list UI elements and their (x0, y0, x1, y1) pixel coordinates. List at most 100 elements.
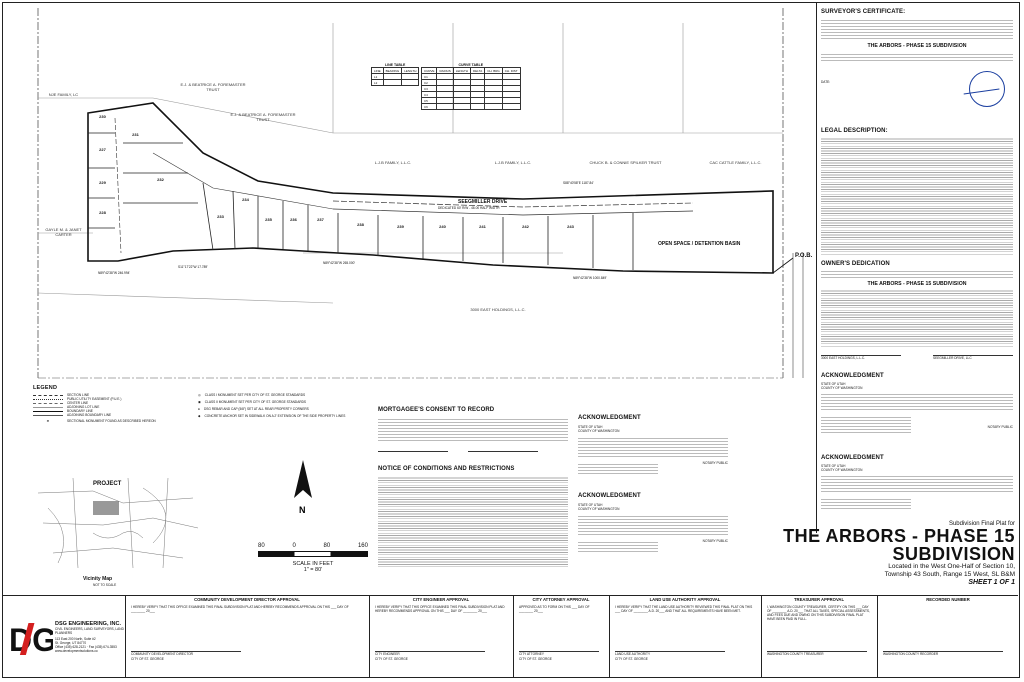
adjoining-owner-label: E.J. & BEATRICE A. FOREMASTER TRUST (230, 112, 296, 122)
lot-number: 234 (242, 197, 249, 202)
approval-title: CITY ENGINEER APPROVAL (412, 597, 470, 602)
ack-state: STATE OF UTAH (578, 425, 603, 429)
adjoining-owner-label: GAYLE M. & JANET CARTER (45, 227, 82, 237)
plat-title: THE ARBORS - PHASE 15 (783, 526, 1015, 546)
legend-item: CLASS I MONUMENT SET PER CITY OF ST. GEO… (204, 393, 306, 397)
lot-number: 239 (397, 224, 404, 229)
approval-cell: LAND USE AUTHORITY APPROVAL I HEREBY VER… (611, 597, 759, 677)
surveyor-seal-icon (969, 71, 1005, 107)
legend-item: CLASS II MONUMENT SET PER CITY OF ST. GE… (204, 400, 307, 404)
signature-line: LAND USE AUTHORITY (615, 651, 725, 656)
surveyor-title: SURVEYOR'S CERTIFICATE: (821, 9, 906, 15)
vicinity-map: PROJECT Vicinity Map NOT TO SCALE (33, 473, 203, 587)
signature-line: WASHINGTON COUNTY RECORDER (883, 651, 1003, 656)
vicinity-label: Vicinity Map (83, 576, 113, 582)
section-monument-icon: ⊕ (46, 419, 50, 423)
legend-item: DSG REBAR AND CAP (5/8") SET AT ALL REAR… (203, 407, 309, 411)
approval-body: I HEREBY VERIFY THAT THIS OFFICE EXAMINE… (375, 605, 505, 613)
plat-title-line2: SUBDIVISION (892, 544, 1015, 564)
approval-body: I HEREBY VERIFY THAT THE LAND USE AUTHOR… (615, 605, 753, 613)
lot-number: 235 (265, 217, 272, 222)
approval-body: I, WASHINGTON COUNTY TREASURER, CERTIFY … (767, 605, 870, 621)
bearing-label: N89°42'38"W 246.994' (98, 271, 130, 275)
ack-state: STATE OF UTAH (821, 382, 846, 386)
lot-number: 238 (357, 222, 364, 227)
lot-number: 233 (217, 214, 224, 219)
acknowledgment-title: ACKNOWLEDGMENT (578, 415, 641, 421)
title-block: Subdivision Final Plat for THE ARBORS - … (743, 521, 1015, 593)
legend-item: CONCRETE ANCHOR SET IN SIDEWALK ON A 2' … (204, 414, 346, 418)
scale-ratio: 1" = 80' (303, 567, 323, 573)
ack-county: COUNTY OF WASHINGTON (821, 468, 863, 472)
plat-subtitle: Subdivision Final Plat for (948, 521, 1015, 527)
approval-cell: COMMUNITY DEVELOPMENT DIRECTOR APPROVAL … (127, 597, 367, 677)
company-address: St. George, UT 84770 (55, 641, 87, 645)
location-line: Township 43 South, Range 15 West, SL B&M (884, 571, 1015, 578)
anchor-icon: ◆ (198, 414, 201, 418)
approval-title: TREASURER APPROVAL (793, 597, 845, 602)
legend-title: LEGEND (33, 385, 58, 391)
rebar-icon: ● (198, 407, 200, 411)
bearing-label: S11°17'22"W 17.789' (178, 265, 208, 269)
notary-label: NOTARY PUBLIC (702, 539, 728, 543)
lot-number: 231 (132, 132, 139, 137)
company-phone: Office (435) 628-2121 · Fax (435) 674-35… (55, 645, 117, 649)
signature-line: CITY ENGINEER (375, 651, 485, 656)
scale-bar: 80 0 80 160 SCALE IN FEET 1" = 80' (258, 543, 368, 573)
surveyor-banner: THE ARBORS - PHASE 15 SUBDIVISION (867, 43, 967, 49)
approval-cell: CITY ENGINEER APPROVAL I HEREBY VERIFY T… (371, 597, 511, 677)
approval-title: LAND USE AUTHORITY APPROVAL (649, 597, 721, 602)
adjoining-owner-label: CAC CATTLE FAMILY, L.L.C. (709, 160, 762, 165)
approval-body: APPROVED AS TO FORM ON THIS ___ DAY OF _… (519, 605, 590, 613)
plat-drawing (37, 8, 804, 379)
legend-item: BOUNDARY LINE (67, 409, 93, 413)
lot-number: 230 (99, 114, 106, 119)
lot-number: 237 (317, 217, 324, 222)
legend-item: CENTER LINE (67, 401, 89, 405)
date-label: DATE: (821, 80, 831, 84)
approval-title: RECORDED NUMBER (926, 597, 970, 602)
bearing-label: N89°42'38"W 265.000' (323, 261, 355, 265)
adjoining-owner-label: NJE FAMILY, LC (48, 92, 79, 97)
street-note: DEDICATED 60' R/W - 46.00 HALF WIDTH (438, 206, 500, 210)
adjoining-owner-label: L.J.B FAMILY, L.L.C. (494, 160, 532, 165)
open-space-label: OPEN SPACE / DETENTION BASIN (658, 241, 741, 247)
legend-item: SECTION LINE (67, 393, 90, 397)
owner-signature-line: SEEGMILLER DRIVE, LLC (933, 355, 1013, 360)
notary-label: NOTARY PUBLIC (702, 461, 728, 465)
owners-banner: THE ARBORS - PHASE 15 SUBDIVISION (867, 281, 967, 287)
legend-item: ADJOINING LOT LINE (67, 405, 100, 409)
legend-item: ADJOINING BOUNDARY LINE (67, 413, 112, 417)
ack-state: STATE OF UTAH (578, 503, 603, 507)
project-label: PROJECT (93, 481, 122, 487)
surveyor-certificate: SURVEYOR'S CERTIFICATE: THE ARBORS - PHA… (821, 9, 1013, 121)
location-line: Located in the West One-Half of Section … (888, 563, 1015, 570)
approval-title: CITY ATTORNEY APPROVAL (532, 597, 590, 602)
vicinity-scale-note: NOT TO SCALE (93, 583, 117, 587)
notary-label: NOTARY PUBLIC (987, 425, 1013, 429)
company-block: DG DSG ENGINEERING, INC. CIVIL ENGINEERS… (7, 599, 124, 677)
company-website: www.developmentsolutions.co (55, 649, 98, 653)
lot-number: 241 (479, 224, 486, 229)
notice-conditions: NOTICE OF CONDITIONS AND RESTRICTIONS (378, 466, 568, 576)
owners-dedication: OWNER'S DEDICATION THE ARBORS - PHASE 15… (821, 261, 1013, 361)
acknowledgment-center-bottom: ACKNOWLEDGMENT STATE OF UTAH COUNTY OF W… (578, 493, 728, 573)
lot-number: 243 (567, 224, 574, 229)
legal-description: LEGAL DESCRIPTION: (821, 128, 1013, 258)
company-tagline: CIVIL ENGINEERS, LAND SURVEYORS, LAND PL… (55, 627, 124, 635)
svg-text:N: N (299, 505, 306, 515)
ack-county: COUNTY OF WASHINGTON (578, 429, 620, 433)
signature-org: CITY OF ST. GEORGE (131, 657, 164, 661)
mortgagee-title: MORTGAGEE'S CONSENT TO RECORD (378, 407, 495, 413)
lot-number: 227 (99, 147, 106, 152)
approval-cell: TREASURER APPROVAL I, WASHINGTON COUNTY … (763, 597, 875, 677)
approval-title: COMMUNITY DEVELOPMENT DIRECTOR APPROVAL (194, 597, 300, 602)
ack-county: COUNTY OF WASHINGTON (578, 507, 620, 511)
ack-state: STATE OF UTAH (821, 464, 846, 468)
acknowledgment-title: ACKNOWLEDGMENT (821, 373, 884, 379)
company-name: DSG ENGINEERING, INC. (55, 621, 122, 627)
lot-number: 232 (157, 177, 164, 182)
north-arrow-icon: N (288, 458, 318, 518)
